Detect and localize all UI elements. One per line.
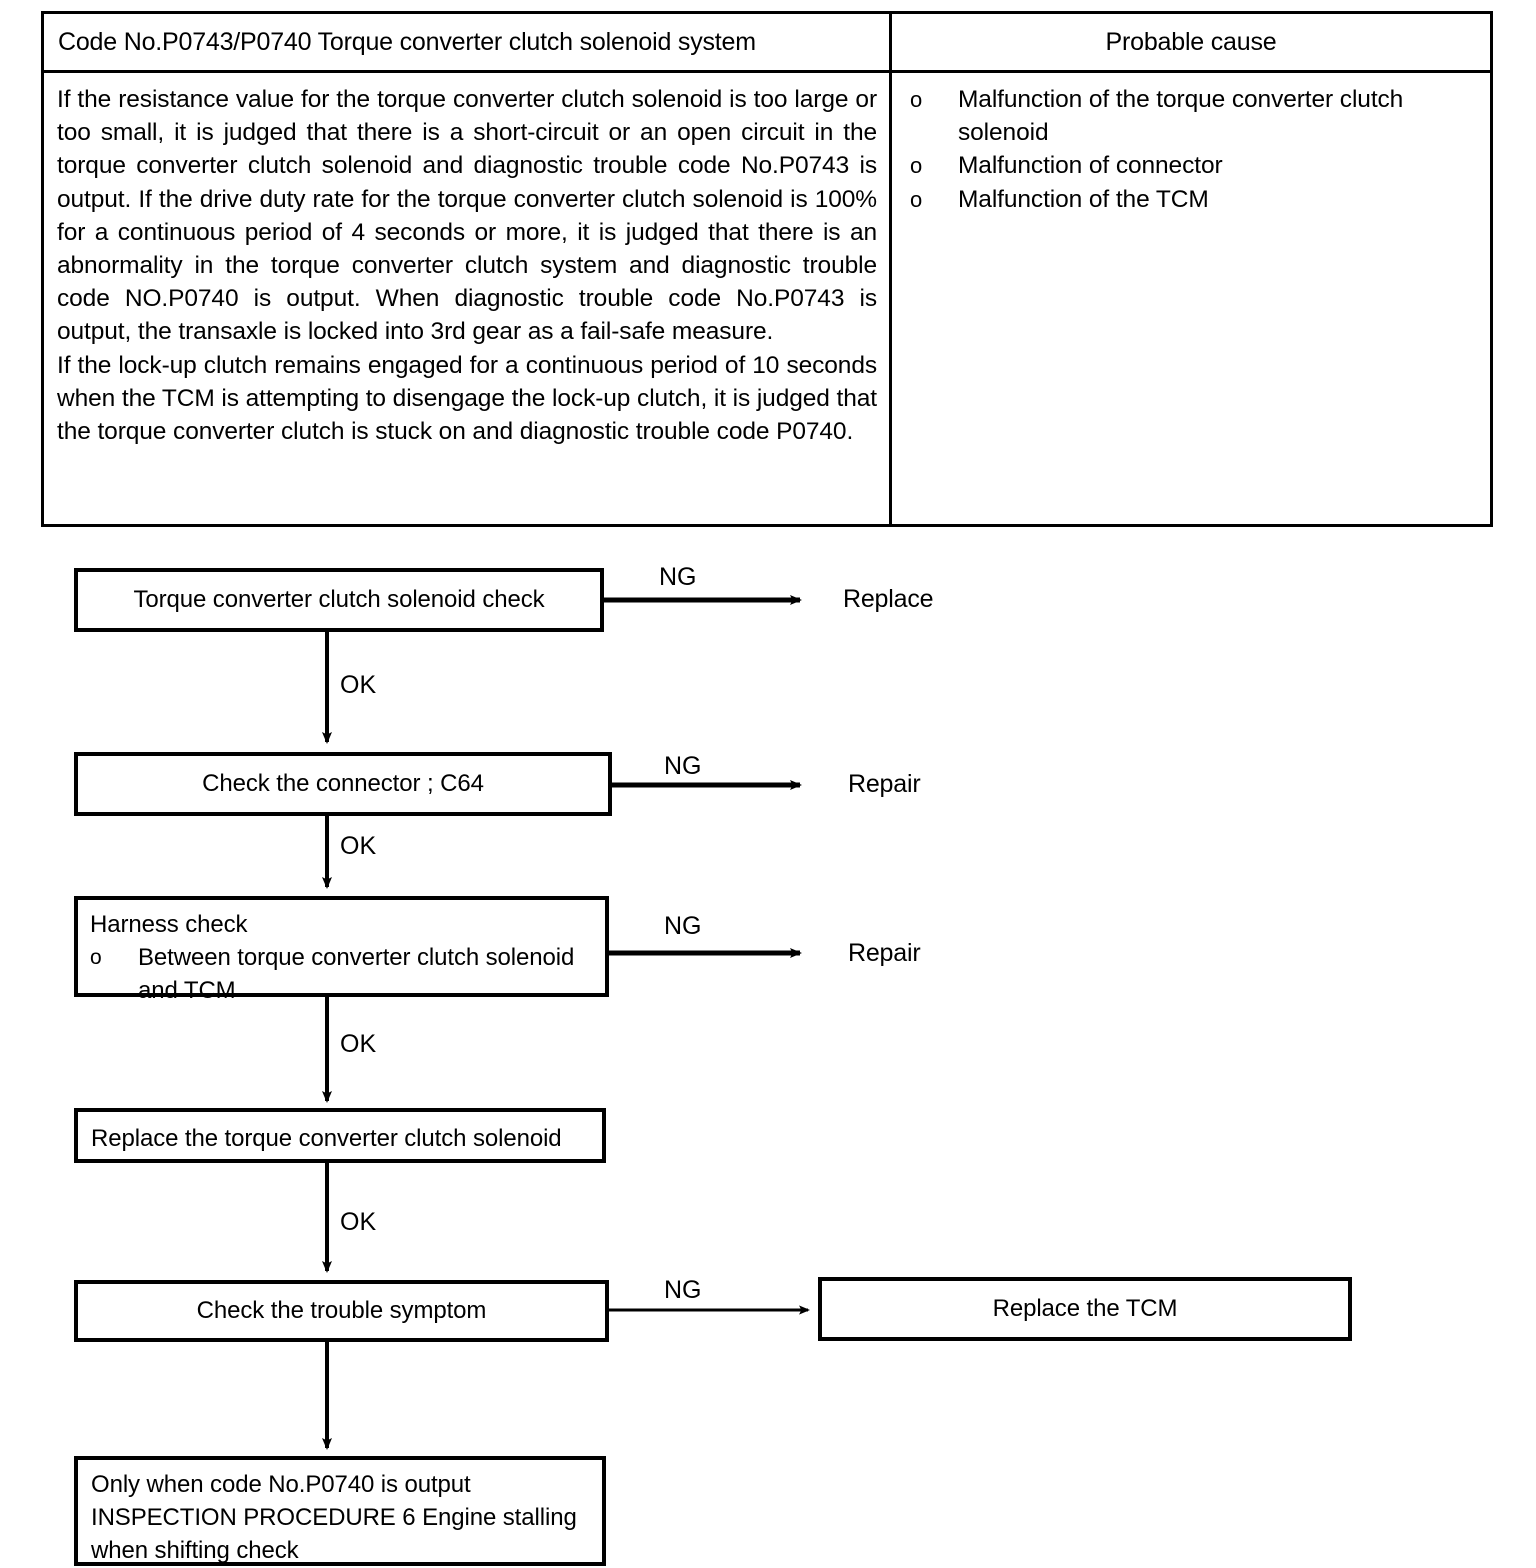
cause-text: Malfunction of connector [958, 152, 1223, 180]
flow-step-line-3: when shifting check [91, 1537, 299, 1564]
code-title: Code No.P0743/P0740 Torque converter clu… [58, 27, 756, 56]
branch-label-ok-2: OK [340, 832, 377, 860]
list-item: o Malfunction of the torque converter cl… [910, 83, 1480, 149]
flow-step-sub-line-2: and TCM [138, 977, 236, 1004]
branch-label-ng-4: NG [664, 1276, 702, 1304]
flow-step-sub-line-1: Between torque converter clutch solenoid [138, 944, 575, 971]
flow-step-connector-check[interactable]: Check the connector ; C64 [74, 752, 612, 816]
flow-step-label: Check the connector ; C64 [202, 770, 484, 797]
flow-step-line-2: INSPECTION PROCEDURE 6 Engine stalling [91, 1504, 577, 1531]
list-item: o Malfunction of connector [910, 149, 1480, 182]
flow-step-inspection-procedure[interactable]: Only when code No.P0740 is output INSPEC… [74, 1456, 606, 1566]
table-header-code-cell: Code No.P0743/P0740 Torque converter clu… [44, 14, 889, 70]
dtc-info-table: Code No.P0743/P0740 Torque converter clu… [41, 11, 1493, 527]
flow-step-trouble-symptom[interactable]: Check the trouble symptom [74, 1280, 609, 1342]
flow-step-label: Replace the TCM [992, 1295, 1178, 1322]
branch-label-ok-4: OK [340, 1208, 377, 1236]
flow-step-title: Harness check [90, 911, 248, 938]
description-cell: If the resistance value for the torque c… [44, 73, 889, 524]
list-item: o Malfunction of the TCM [910, 183, 1480, 216]
bullet-icon: o [910, 153, 923, 179]
cause-text: Malfunction of the torque converter clut… [958, 86, 1404, 147]
flow-step-solenoid-check[interactable]: Torque converter clutch solenoid check [74, 568, 604, 632]
flow-step-replace-solenoid[interactable]: Replace the torque converter clutch sole… [74, 1108, 606, 1163]
description-paragraph-2: If the lock-up clutch remains engaged fo… [57, 351, 877, 446]
cause-text: Malfunction of the TCM [958, 185, 1209, 213]
table-body-row: If the resistance value for the torque c… [44, 73, 1490, 524]
bullet-icon: o [910, 186, 923, 212]
flow-outcome-replace-tcm[interactable]: Replace the TCM [818, 1277, 1352, 1341]
description-paragraph-1: If the resistance value for the torque c… [57, 86, 877, 346]
bullet-icon: o [90, 946, 102, 969]
branch-label-ok-3: OK [340, 1030, 377, 1058]
list-item: o Between torque converter clutch soleno… [90, 941, 605, 974]
flow-step-line-1: Only when code No.P0740 is output [91, 1471, 471, 1498]
probable-cause-cell: o Malfunction of the torque converter cl… [889, 73, 1490, 524]
table-header-row: Code No.P0743/P0740 Torque converter clu… [44, 14, 1490, 73]
flow-step-harness-check[interactable]: Harness check o Between torque converter… [74, 896, 609, 1004]
list-item-continuation: and TCM [90, 974, 605, 1007]
flow-step-label: Replace the torque converter clutch sole… [91, 1125, 562, 1152]
flow-step-label: Torque converter clutch solenoid check [133, 586, 545, 613]
table-header-cause-cell: Probable cause [889, 14, 1490, 70]
outcome-replace: Replace [843, 585, 934, 613]
outcome-repair-1: Repair [848, 770, 921, 798]
branch-label-ng-2: NG [664, 752, 702, 780]
branch-label-ok-1: OK [340, 671, 377, 699]
branch-label-ng-1: NG [659, 563, 697, 591]
flow-step-label: Check the trouble symptom [196, 1297, 487, 1324]
probable-cause-title: Probable cause [1105, 27, 1277, 56]
outcome-repair-2: Repair [848, 939, 921, 967]
branch-label-ng-3: NG [664, 912, 702, 940]
bullet-icon: o [910, 87, 923, 112]
